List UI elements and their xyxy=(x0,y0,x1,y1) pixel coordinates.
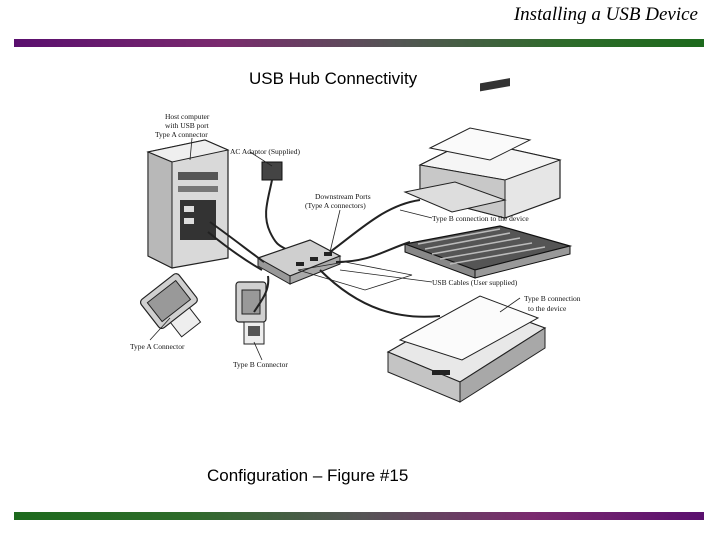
type-a-connector-illustration xyxy=(139,273,202,338)
printer-illustration xyxy=(403,78,562,219)
leader-lines xyxy=(149,137,521,361)
label-host-line1: Host computer xyxy=(165,112,210,121)
label-type-b-printer: Type B connection to the device xyxy=(432,214,529,223)
label-downstream-line1: Downstream Ports xyxy=(315,192,371,201)
host-computer-illustration xyxy=(146,139,230,269)
label-usb-cables: USB Cables (User supplied) xyxy=(432,278,518,287)
usb-hub-illustration xyxy=(256,239,342,285)
label-type-b-connector: Type B Connector xyxy=(233,360,288,369)
top-gradient-bar xyxy=(14,39,704,47)
user-cable-outline xyxy=(297,261,413,291)
scanner-illustration xyxy=(386,295,547,403)
ac-adaptor-illustration xyxy=(261,161,291,253)
slide-title: Installing a USB Device xyxy=(513,4,698,25)
usb-cables xyxy=(207,199,441,318)
label-type-b-scanner-line2: to the device xyxy=(528,304,567,313)
label-type-b-scanner-line1: Type B connection xyxy=(524,294,581,303)
label-downstream-line2: (Type A connectors) xyxy=(305,201,366,210)
type-b-connector-illustration xyxy=(235,281,267,345)
label-host-line3: Type A connector xyxy=(155,130,208,139)
keyboard-illustration xyxy=(402,225,573,279)
diagram-heading: USB Hub Connectivity xyxy=(249,69,418,88)
label-host-line2: with USB port xyxy=(165,121,210,130)
bottom-gradient-bar xyxy=(14,512,704,520)
figure-caption: Configuration – Figure #15 xyxy=(207,466,409,485)
label-type-a-connector: Type A Connector xyxy=(130,342,185,351)
label-ac-adaptor: AC Adaptor (Supplied) xyxy=(230,147,300,156)
